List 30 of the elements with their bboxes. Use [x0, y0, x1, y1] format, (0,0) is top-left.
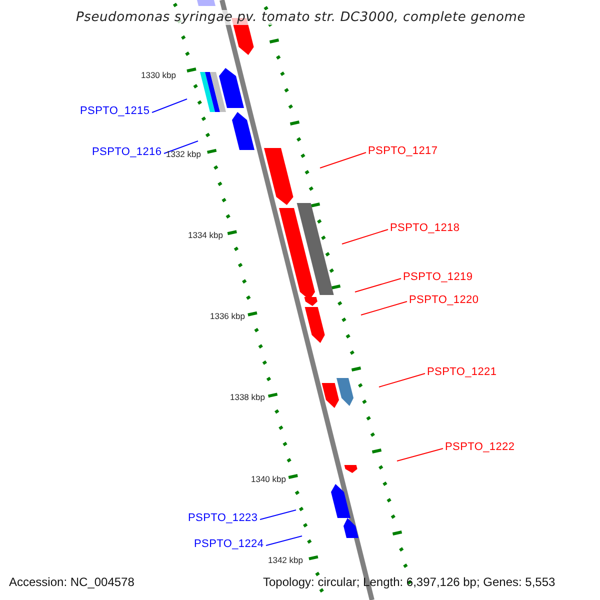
leader-line	[396, 448, 444, 462]
gene-label: PSPTO_1220	[409, 295, 479, 306]
gene-label: PSPTO_1216	[92, 147, 162, 158]
footer-text: Accession: NC_004578	[9, 576, 134, 588]
scale-label: 1330 kbp	[141, 71, 176, 80]
gene-label: PSPTO_1219	[403, 272, 473, 283]
leader-line	[378, 373, 426, 388]
scale-label: 1332 kbp	[166, 150, 201, 158]
gene-label: PSPTO_1217	[368, 146, 438, 157]
gene-label: PSPTO_1218	[390, 223, 460, 234]
scale-label: 1340 kbp	[251, 475, 286, 484]
scale-label: 1336 kbp	[210, 312, 245, 320]
leader-line	[266, 536, 302, 546]
leader-line	[164, 140, 198, 154]
leader-line	[354, 278, 402, 292]
scale-label: 1338 kbp	[230, 393, 265, 402]
leader-line	[342, 229, 388, 244]
leader-line	[320, 152, 366, 168]
gene-label: PSPTO_1222	[445, 442, 515, 453]
leader-line	[152, 98, 188, 113]
gene-label: PSPTO_1221	[427, 367, 497, 378]
gene-label: PSPTO_1215	[80, 106, 150, 117]
title: Pseudomonas syringae pv. tomato str. DC3000, complete genome	[74, 10, 528, 25]
gene-label: PSPTO_1223	[188, 513, 258, 524]
footer-text: Topology: circular; Length: 6,397,126 bp; Genes: 5,553	[263, 576, 556, 588]
scale-label: 1342 kbp	[268, 556, 303, 564]
leader-line	[360, 301, 408, 316]
scale-label: 1334 kbp	[188, 231, 223, 240]
gene-label: PSPTO_1224	[194, 539, 264, 550]
leader-line	[260, 510, 296, 520]
